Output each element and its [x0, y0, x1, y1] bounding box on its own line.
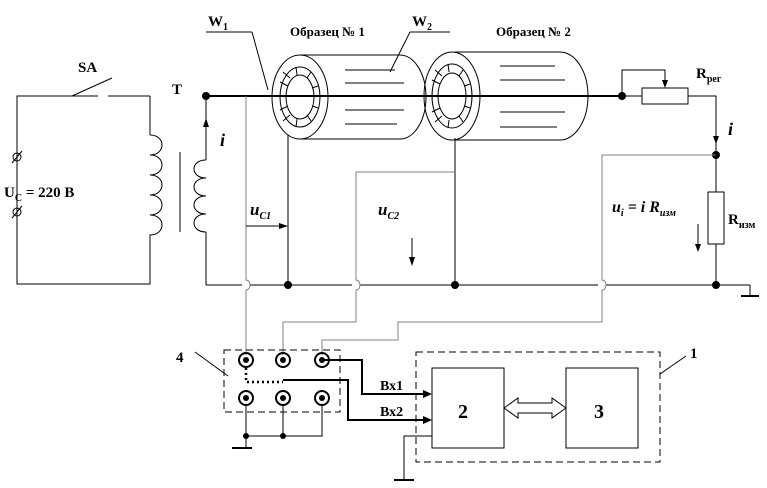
transformer-label: T: [172, 82, 182, 98]
block-2-label: 2: [458, 401, 468, 423]
current-label-left: i: [220, 130, 225, 150]
connector-top-2: [275, 352, 291, 368]
ui-formula-label: ui = i Rизм: [612, 199, 676, 219]
uc1-label: uC1: [250, 200, 271, 222]
main-conductor: [202, 92, 626, 100]
input-2-label: Вх2: [380, 405, 403, 420]
bottom-rail: [206, 281, 759, 297]
input-1-label: Вх1: [380, 379, 403, 394]
source-voltage-label: UC = 220 В: [4, 185, 74, 204]
block-4-connector: [223, 349, 341, 449]
current-label-right: i: [728, 119, 733, 139]
connector-bottom-1: [238, 390, 254, 406]
rizm-label: Rизм: [728, 212, 755, 231]
block-2: [431, 367, 505, 449]
primary-winding: [149, 134, 163, 247]
sample-2-cylinder: [423, 51, 589, 141]
source-terminal-bottom: [11, 205, 23, 219]
block-1-label: 1: [690, 346, 698, 362]
uc2-label: uC2: [378, 200, 399, 222]
bus-arrow: [503, 397, 567, 419]
input-wires: [283, 359, 432, 424]
w1-label: W1: [208, 14, 228, 33]
connector-top-1: [238, 352, 254, 368]
sample-1-label: Образец № 1: [290, 24, 365, 39]
resistor-rizm: [695, 151, 725, 289]
source-circuit: [11, 77, 209, 285]
switch-label: SA: [78, 60, 97, 76]
w2-label: W2: [412, 14, 432, 33]
block-1: [394, 351, 661, 481]
secondary-winding: [193, 159, 207, 233]
connector-bottom-2: [275, 390, 291, 406]
connector-bottom-3: [314, 390, 330, 406]
rheostat-rreg: [621, 69, 719, 155]
source-terminal-top: [11, 150, 23, 164]
sample-1-cylinder: [271, 54, 427, 140]
sample-2-label: Образец № 2: [496, 24, 571, 39]
voltage-arrows: [246, 223, 415, 266]
block-3-label: 3: [594, 401, 604, 423]
signal-wires: [245, 96, 716, 355]
block-4-label: 4: [176, 350, 184, 366]
rreg-label: Rрег: [696, 66, 722, 85]
